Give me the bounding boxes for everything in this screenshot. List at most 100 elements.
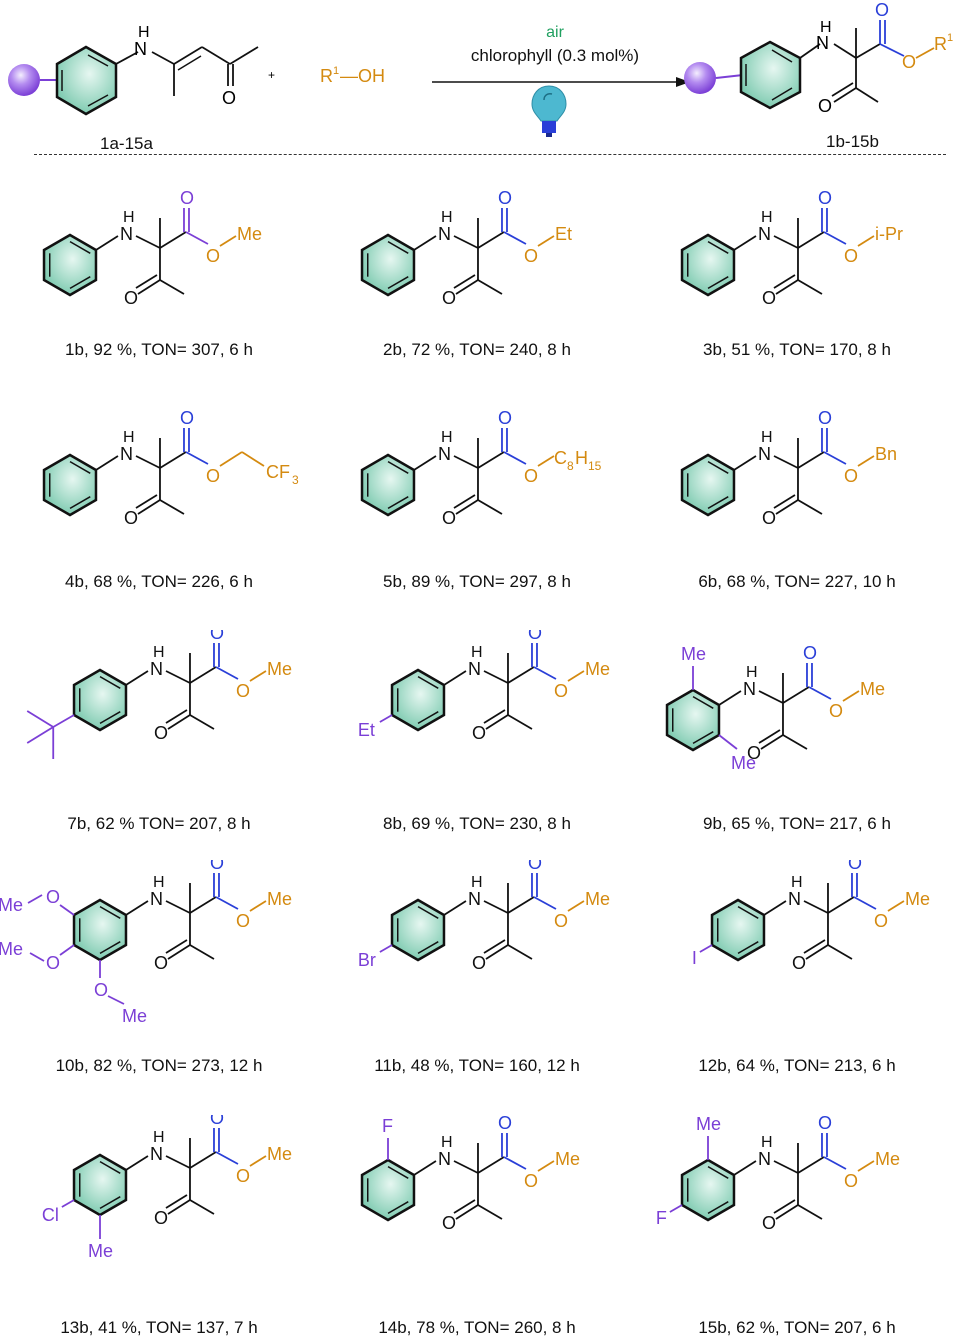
ester-group-label: Me: [585, 889, 610, 909]
ester-group-label: Me: [860, 679, 885, 699]
svg-text:O: O: [46, 953, 60, 973]
ester-oxygen-label: O: [206, 246, 220, 266]
svg-text:O: O: [222, 88, 236, 108]
reactant-structure: H N O: [8, 24, 259, 116]
hydrogen-label: H: [761, 429, 773, 446]
substituent-label: F: [382, 1116, 393, 1136]
compound-caption-6b: 6b, 68 %, TON= 227, 10 h: [698, 572, 896, 591]
ester-oxygen-label: O: [524, 466, 538, 486]
nitrogen-label: N: [150, 659, 163, 679]
reaction-scheme-drawing: H N O + R 1 —OH: [8, 0, 953, 137]
svg-text:O: O: [875, 0, 889, 20]
svg-text:O: O: [818, 96, 832, 116]
carbonyl-oxygen-label: O: [818, 190, 832, 208]
lightbulb-icon: [531, 85, 567, 137]
nitrogen-label: N: [468, 659, 481, 679]
hydrogen-label: H: [471, 644, 483, 661]
compound-caption-8b: 8b, 69 %, TON= 230, 8 h: [383, 814, 571, 833]
compound-caption-9b: 9b, 65 %, TON= 217, 6 h: [703, 814, 891, 833]
ester-oxygen-label: O: [554, 681, 568, 701]
hydrogen-label: H: [441, 209, 453, 226]
product-label: 1b-15b: [826, 132, 879, 151]
ketone-oxygen-label: O: [762, 288, 776, 308]
carbonyl-oxygen-label: O: [818, 1115, 832, 1133]
substituent-label: Cl: [42, 1205, 59, 1225]
ester-oxygen-label: O: [844, 466, 858, 486]
carbonyl-oxygen-label: O: [498, 410, 512, 428]
svg-text:O: O: [902, 52, 916, 72]
svg-text:1: 1: [333, 65, 339, 77]
ester-oxygen-label: O: [236, 911, 250, 931]
ketone-oxygen-label: O: [154, 953, 168, 973]
substituent-label: Me: [696, 1115, 721, 1134]
carbonyl-oxygen-label: O: [210, 1115, 224, 1128]
nitrogen-label: N: [788, 889, 801, 909]
carbonyl-oxygen-label: O: [180, 410, 194, 428]
ester-group-label: Et: [555, 224, 572, 244]
reactant-label: 1a-15a: [100, 134, 153, 153]
substituent-label: F: [656, 1208, 667, 1228]
svg-text:R: R: [320, 66, 333, 86]
carbonyl-oxygen-label: O: [210, 630, 224, 643]
ketone-oxygen-label: O: [442, 288, 456, 308]
ketone-oxygen-label: O: [472, 953, 486, 973]
nitrogen-label: N: [150, 1144, 163, 1164]
substituent-label: Me: [122, 1006, 147, 1026]
svg-text:1: 1: [947, 32, 953, 44]
compound-caption-3b: 3b, 51 %, TON= 170, 8 h: [703, 340, 891, 359]
hydrogen-label: H: [153, 874, 165, 891]
ester-oxygen-label: O: [236, 1166, 250, 1186]
compound-caption-14b: 14b, 78 %, TON= 260, 8 h: [378, 1318, 576, 1337]
section-divider: [34, 154, 946, 155]
compound-caption-13b: 13b, 41 %, TON= 137, 7 h: [60, 1318, 258, 1337]
compound-caption-2b: 2b, 72 %, TON= 240, 8 h: [383, 340, 571, 359]
nitrogen-label: N: [150, 889, 163, 909]
condition-air: air: [546, 24, 564, 41]
condition-catalyst: chlorophyll (0.3 mol%): [470, 46, 640, 65]
substituent-label: Me: [0, 895, 23, 915]
ester-group-label: Me: [905, 889, 930, 909]
hydrogen-label: H: [471, 874, 483, 891]
substituent-label: I: [692, 948, 697, 968]
hydrogen-label: H: [123, 209, 135, 226]
carbonyl-oxygen-label: O: [528, 630, 542, 643]
svg-text:3: 3: [292, 473, 299, 487]
compound-caption-7b: 7b, 62 % TON= 207, 8 h: [67, 814, 251, 833]
ketone-oxygen-label: O: [747, 743, 761, 763]
ketone-oxygen-label: O: [154, 723, 168, 743]
carbonyl-oxygen-label: O: [498, 1115, 512, 1133]
substituent-sphere-icon: [8, 64, 40, 96]
hydrogen-label: H: [746, 664, 758, 681]
ester-group-label: Me: [555, 1149, 580, 1169]
hydrogen-label: H: [761, 1134, 773, 1151]
compound-caption-4b: 4b, 68 %, TON= 226, 6 h: [65, 572, 253, 591]
compound-caption-12b: 12b, 64 %, TON= 213, 6 h: [698, 1056, 896, 1075]
svg-text:H: H: [820, 19, 832, 36]
ester-oxygen-label: O: [524, 246, 538, 266]
nitrogen-label: N: [468, 889, 481, 909]
hydrogen-label: H: [761, 209, 773, 226]
ester-group-label: Me: [267, 889, 292, 909]
alcohol-reagent: R 1 —OH: [320, 65, 385, 86]
nitrogen-label: N: [758, 1149, 771, 1169]
